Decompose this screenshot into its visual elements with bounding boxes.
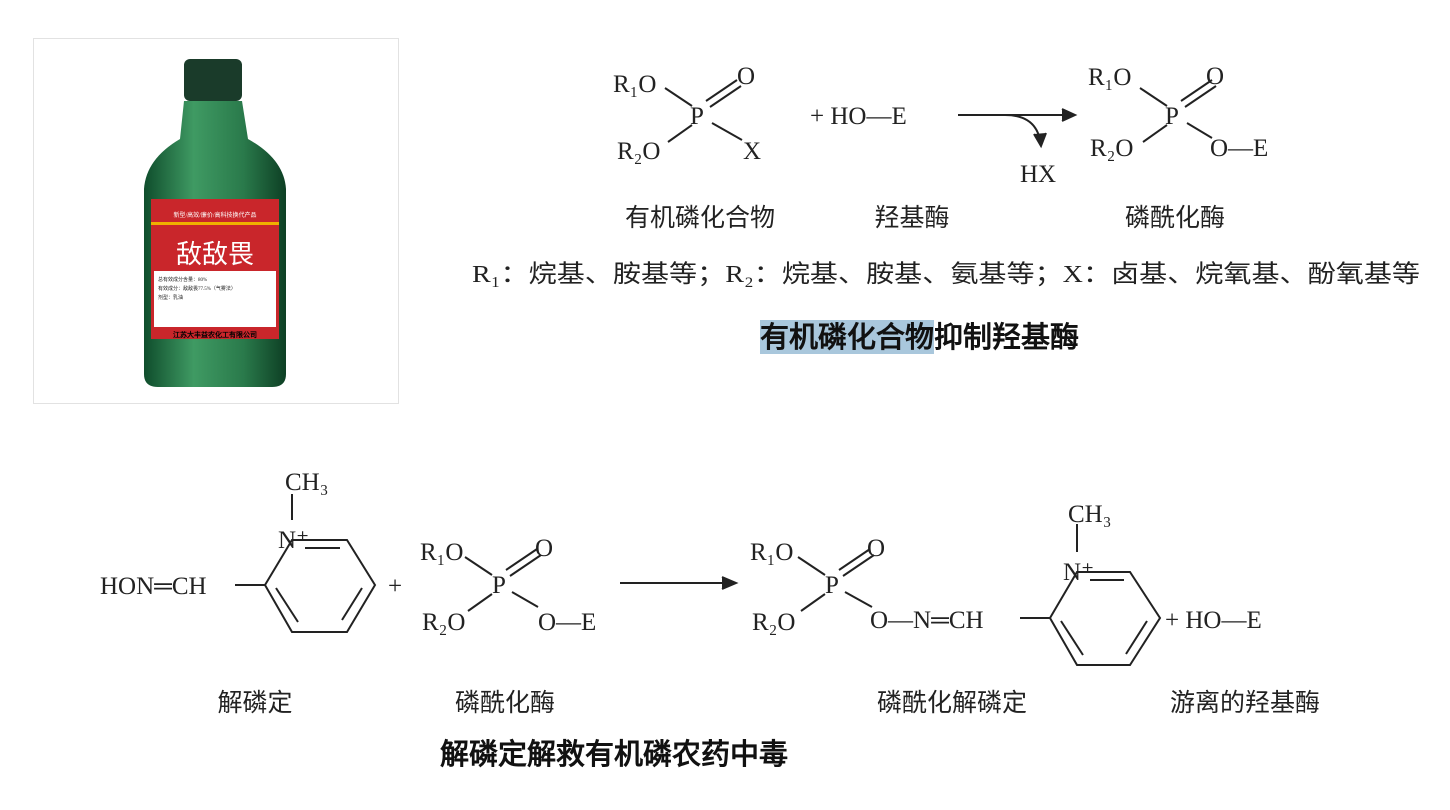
r1o-group: R₁O <box>750 539 793 566</box>
label-phosphorylated-enzyme: 磷酰化酶 <box>1125 204 1225 232</box>
r2o-group: R₂O <box>1090 135 1133 162</box>
oxygen-atom: O <box>535 535 553 562</box>
label-phosphorylated-pam: 磷酰化解磷定 <box>877 689 1027 717</box>
oxygen-atom: O <box>737 63 755 90</box>
methyl-group: CH₃ <box>285 469 328 496</box>
r2o-group: R₂O <box>617 138 660 165</box>
label-organophosphorus: 有机磷化合物 <box>625 204 775 232</box>
label-company: 江苏大丰益农化工有限公司 <box>173 330 257 339</box>
r1o-group: R₁O <box>420 539 463 566</box>
label-phosphorylated-enzyme: 磷酰化酶 <box>455 689 555 717</box>
label-pralidoxime: 解磷定 <box>217 689 292 717</box>
caption-rest: 抑制羟基酶 <box>934 320 1080 354</box>
r1o-group: R₁O <box>613 71 656 98</box>
substituent-legend: R₁：烷基、胺基等；R₂：烷基、胺基、氨基等；X：卤基、烷氧基、酚氧基等 <box>472 260 1420 288</box>
leaving-group-x: X <box>743 138 761 165</box>
label-product-name: 敌敌畏 <box>176 240 254 270</box>
pesticide-bottle-photo: 新型/高效/廉价/高科技换代产品 敌敌畏 总有效成分含量：80% 有效成分：敌敌… <box>33 38 399 404</box>
r1o-group: R₁O <box>1088 64 1131 91</box>
oxygen-atom: O <box>1206 63 1224 90</box>
oxime-link: O—N═CH <box>870 607 984 634</box>
label-active: 有效成分：敌敌畏77.5%（气雾法） <box>158 285 236 292</box>
free-enzyme-formula: + HO—E <box>1165 607 1262 634</box>
phosphorus-atom: P <box>825 572 839 599</box>
caption-highlight: 有机磷化合物 <box>760 320 935 354</box>
pyridinium-nitrogen: N⁺ <box>1063 559 1094 586</box>
phosphorus-atom: P <box>690 103 704 130</box>
label-formulation: 剂型：乳油 <box>158 294 183 301</box>
r2o-group: R₂O <box>752 609 795 636</box>
r2o-group: R₂O <box>422 609 465 636</box>
plus-sign: + <box>388 573 402 600</box>
bottle-image: 新型/高效/廉价/高科技换代产品 敌敌畏 总有效成分含量：80% 有效成分：敌敌… <box>144 59 286 387</box>
hydroxyl-enzyme: + HO—E <box>810 103 907 130</box>
pyridinium-nitrogen: N⁺ <box>278 527 309 554</box>
phosphorus-atom: P <box>1165 103 1179 130</box>
oxygen-atom: O <box>867 535 885 562</box>
caption-antidote: 解磷定解救有机磷农药中毒 <box>440 737 789 771</box>
oe-group: O—E <box>1210 135 1268 162</box>
bottle-cap <box>184 59 242 101</box>
label-content: 总有效成分含量：80% <box>158 276 207 283</box>
label-free-enzyme: 游离的羟基酶 <box>1170 689 1320 717</box>
hx-byproduct: HX <box>1020 161 1056 188</box>
label-tagline: 新型/高效/廉价/高科技换代产品 <box>173 211 256 219</box>
label-hydroxyl-enzyme: 羟基酶 <box>874 204 949 232</box>
oxime-group: HON═CH <box>100 573 207 600</box>
methyl-group: CH₃ <box>1068 501 1111 528</box>
phosphorus-atom: P <box>492 572 506 599</box>
oe-group: O—E <box>538 609 596 636</box>
caption-inhibition: 有机磷化合物抑制羟基酶 <box>760 314 1079 356</box>
